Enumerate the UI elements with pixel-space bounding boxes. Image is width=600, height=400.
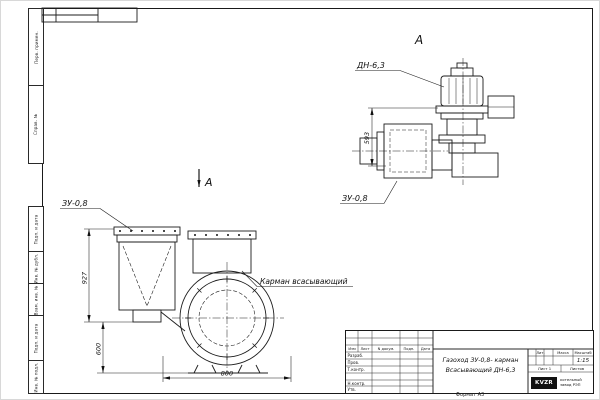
tb-sheets-cell: Листов [569,366,585,371]
title-block-grid [346,331,593,393]
dimension-lines [84,107,438,382]
label-pocket: Карман всасывающий [260,277,348,286]
tb-scale-label: Масштаб [574,350,592,355]
view-a-label: А [414,33,423,47]
tb-row-tkontr: Т.контр. [347,367,365,372]
format-label: Формат А3 [455,392,485,398]
drawing-frame [42,8,593,394]
label-zu-main: ЗУ-0,8 [62,199,88,208]
label-dn: ДН-6,3 [356,61,385,70]
dim-593: 593 [363,132,371,144]
margin-box-inv-podl: Инв. № подл. [28,360,44,394]
tb-scale-value: 1:15 [576,357,590,364]
tb-row-nkontr: Н.контр. [347,380,366,386]
margin-box-sprav-no: Справ. № [28,85,44,164]
flange-bolt-dots [119,230,251,236]
tb-col-izm: Изм [348,346,356,351]
tb-sheet-cell: Лист 1 [537,366,552,371]
fan-feet [188,364,268,374]
tb-lit-label: Лит. [536,350,545,355]
company-logo: KVZR [531,376,557,389]
section-arrow-label: А [204,176,213,189]
leader-lines [60,70,445,287]
dim-927: 927 [81,271,89,284]
tb-row-razrab: Разраб. [347,353,364,358]
tb-mass-label: Масса [557,350,569,355]
title-block: Изм Лист N докум. Подп. Дата Разраб. Про… [345,330,594,394]
company-line2: завод РЭП [560,381,581,387]
view-a-assembly [352,58,515,185]
company-name: котельный завод РЭП [560,376,582,387]
motor [440,62,484,107]
tb-row-prov: Пров. [347,360,360,365]
tb-title-line2: Всасывающий ДН-6,3 [445,366,516,374]
tb-row-utv: Утв. [347,387,356,392]
dim-800: 800 [221,370,233,378]
top-left-stamp [41,7,138,23]
tb-document-title: Газоход ЗУ-0,8- карман Всасывающий ДН-6,… [433,349,528,400]
tb-col-ndokum: N докум. [377,346,395,351]
tb-company-cell: KVZR котельный завод РЭП [528,372,593,393]
company-line1: котельный [560,376,582,382]
dim-600: 600 [95,343,103,355]
main-view-assembly [113,226,284,374]
tb-title-line1: Газоход ЗУ-0,8- карман [442,357,519,364]
tb-col-list: Лист [360,346,370,351]
tb-col-podp: Подп. [403,346,415,351]
label-zu-top: ЗУ-0,8 [342,194,368,203]
tb-col-data: Дата [420,346,431,351]
